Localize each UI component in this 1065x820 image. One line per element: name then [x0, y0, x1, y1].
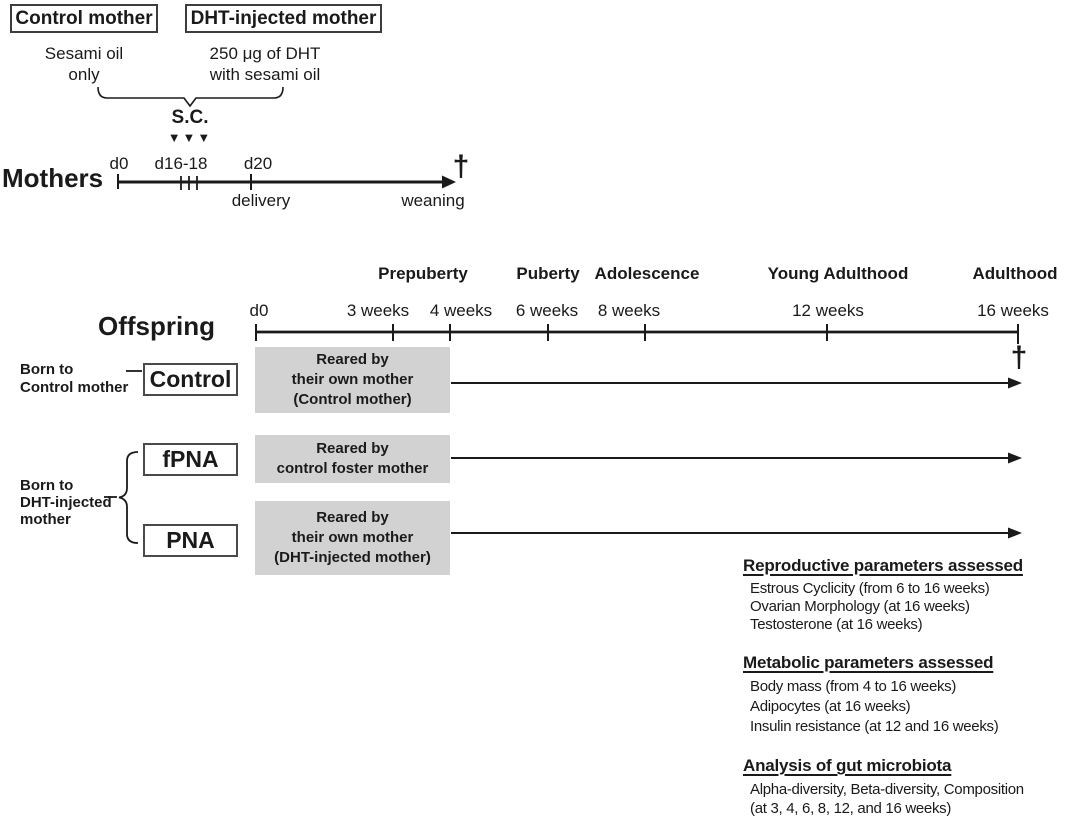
- control-mother-treatment-box: Control mother: [10, 4, 158, 33]
- assessment-item: Testosterone (at 16 weeks): [750, 616, 923, 633]
- assessment-item: Ovarian Morphology (at 16 weeks): [750, 598, 970, 615]
- mothers-row-label: Mothers: [2, 163, 104, 193]
- dht-treatment-description: 250 μg of DHT with sesami oil: [209, 44, 321, 84]
- timepoint-label-8-weeks: 8 weeks: [597, 301, 661, 320]
- dht-mother-treatment-box: DHT-injected mother: [185, 4, 382, 33]
- assessment-item: Adipocytes (at 16 weeks): [750, 698, 911, 715]
- injection-markers-icon: ▼▼▼: [167, 130, 213, 145]
- assessment-item: (at 3, 4, 6, 8, 12, and 16 weeks): [750, 800, 952, 817]
- offspring-timeline: [255, 324, 1019, 344]
- assessment-item: Insulin resistance (at 12 and 16 weeks): [750, 718, 999, 735]
- stage-label-puberty: Puberty: [516, 264, 580, 283]
- delivery-label: delivery: [231, 191, 291, 210]
- mothers-endpoint-dagger-icon: †: [452, 150, 470, 183]
- assessments-metabolic-heading: Metabolic parameters assessed: [743, 653, 994, 672]
- mothers-tick-label-d20: d20: [243, 154, 273, 173]
- assessments-reproductive: Reproductive parameters assessed Estrous…: [743, 556, 1065, 634]
- assessments-metabolic: Metabolic parameters assessed Body mass …: [743, 653, 1065, 737]
- group-arrows: [451, 377, 1022, 539]
- timepoint-label-6-weeks: 6 weeks: [515, 301, 579, 320]
- timepoint-label-12-weeks: 12 weeks: [792, 301, 864, 320]
- mothers-tick-label-d0: d0: [109, 154, 129, 173]
- stage-label-adolescence: Adolescence: [594, 264, 700, 283]
- born-to-control-label: Born to Control mother: [20, 361, 129, 396]
- assessments-reproductive-heading: Reproductive parameters assessed: [743, 556, 1023, 575]
- stage-label-prepuberty: Prepuberty: [378, 264, 468, 283]
- mothers-timeline: [117, 174, 456, 190]
- group-box-fpna: fPNA: [143, 443, 238, 476]
- rearing-box-control: Reared by their own mother (Control moth…: [255, 347, 450, 413]
- sc-route-label: S.C.: [171, 107, 209, 128]
- assessment-item: Estrous Cyclicity (from 6 to 16 weeks): [750, 580, 990, 597]
- timepoint-label-16-weeks: 16 weeks: [977, 301, 1049, 320]
- born-to-dht-brace: [118, 451, 139, 544]
- assessments-gut-microbiota: Analysis of gut microbiota Alpha-diversi…: [743, 756, 1065, 818]
- treatment-brace: [97, 86, 284, 108]
- assessments-gut-heading: Analysis of gut microbiota: [743, 756, 952, 775]
- offspring-endpoint-dagger-icon: †: [1010, 341, 1028, 374]
- group-box-pna: PNA: [143, 524, 238, 557]
- timepoint-label-4-weeks: 4 weeks: [429, 301, 493, 320]
- offspring-row-label: Offspring: [98, 311, 215, 341]
- mothers-tick-label-d16-18: d16-18: [154, 154, 208, 173]
- group-box-control: Control: [143, 363, 238, 396]
- timepoint-label-3-weeks: 3 weeks: [346, 301, 410, 320]
- stage-label-young-adulthood: Young Adulthood: [767, 264, 909, 283]
- timepoint-label-d0: d0: [249, 301, 269, 320]
- rearing-box-pna: Reared by their own mother (DHT-injected…: [255, 501, 450, 575]
- stage-label-adulthood: Adulthood: [972, 264, 1058, 283]
- assessment-item: Alpha-diversity, Beta-diversity, Composi…: [750, 781, 1024, 798]
- assessment-item: Body mass (from 4 to 16 weeks): [750, 678, 957, 695]
- born-to-dht-label: Born to DHT-injected mother: [20, 477, 112, 528]
- control-treatment-description: Sesami oil only: [44, 44, 124, 84]
- rearing-box-fpna: Reared by control foster mother: [255, 435, 450, 483]
- weaning-label: weaning: [401, 191, 465, 210]
